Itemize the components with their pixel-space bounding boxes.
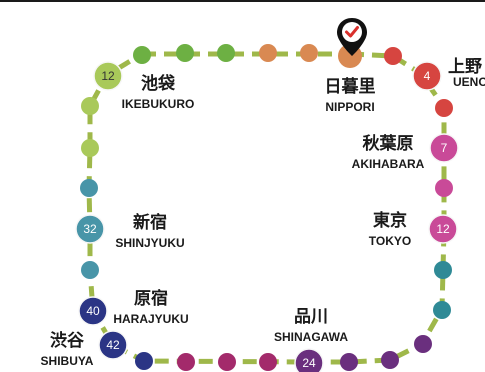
station-number-tokyo: 12: [436, 222, 450, 236]
station-name-en: SHINJYUKU: [115, 236, 185, 250]
station-number-ueno: 4: [424, 69, 431, 83]
station-name-en: TOKYO: [368, 234, 412, 248]
station-dot: [133, 46, 151, 64]
station-name-jp: 新宿: [133, 213, 167, 233]
station-dot: [259, 353, 277, 371]
station-label-shinagawa[interactable]: 品川 SHINAGAWA: [266, 307, 356, 344]
station-dot-shinjyuku: [75, 214, 105, 244]
station-dot: [80, 179, 98, 197]
station-dot: [414, 335, 432, 353]
station-name-en: SHIBUYA: [40, 354, 94, 368]
station-dot: [340, 353, 358, 371]
station-dot-tokyo: [428, 214, 458, 244]
station-dot: [433, 301, 451, 319]
station-dot: [218, 353, 236, 371]
station-name-jp: 秋葉原: [362, 134, 414, 154]
station-label-shibuya[interactable]: 渋谷 SHIBUYA: [34, 331, 100, 368]
station-dot: [81, 97, 99, 115]
station-name-en: HARAJYUKU: [113, 312, 189, 326]
station-name-en: IKEBUKURO: [121, 97, 195, 111]
station-label-harajyuku[interactable]: 原宿 HARAJYUKU: [108, 289, 194, 326]
station-number-harajyuku: 40: [86, 304, 100, 318]
station-dot: [135, 352, 153, 370]
station-markers: [75, 44, 459, 372]
station-name-en: UENO: [453, 75, 485, 89]
station-name-jp: 日暮里: [324, 77, 376, 97]
station-dot: [176, 44, 194, 62]
station-name-en: SHINAGAWA: [273, 330, 348, 344]
station-label-nippori[interactable]: 日暮里 NIPPORI: [310, 77, 390, 114]
station-dot-harajyuku: [78, 296, 108, 326]
station-dot-akihabara: [429, 133, 459, 163]
station-number-akihabara: 7: [441, 141, 448, 155]
station-name-jp: 渋谷: [50, 331, 84, 351]
station-dot: [435, 99, 453, 117]
station-dot: [300, 44, 318, 62]
station-dot-shibuya: [98, 330, 128, 360]
station-dot-ikebukuro: [93, 61, 123, 91]
station-number-shinagawa: 24: [302, 356, 316, 370]
station-number-shinjyuku: 32: [83, 222, 97, 236]
station-name-jp: 上野: [448, 57, 482, 77]
station-dot: [384, 47, 402, 65]
station-name-jp: 品川: [294, 307, 328, 327]
station-dot: [81, 139, 99, 157]
station-name-jp: 東京: [373, 211, 407, 231]
station-dot: [81, 261, 99, 279]
check-pin-icon: [337, 18, 367, 56]
station-name-en: AKIHABARA: [351, 157, 425, 171]
station-label-shinjyuku[interactable]: 新宿 SHINJYUKU: [110, 213, 190, 250]
station-number-shibuya: 42: [106, 338, 120, 352]
station-dot-shinagawa: [294, 348, 324, 372]
station-dot: [435, 179, 453, 197]
station-label-tokyo[interactable]: 東京 TOKYO: [360, 211, 420, 248]
station-number-ikebukuro: 12: [101, 69, 115, 83]
station-name-en: NIPPORI: [325, 100, 375, 114]
station-dot-ueno: [412, 61, 442, 91]
station-dot: [259, 44, 277, 62]
station-name-jp: 池袋: [141, 74, 175, 94]
station-dot: [177, 353, 195, 371]
station-dot: [217, 44, 235, 62]
station-label-akihabara[interactable]: 秋葉原 AKIHABARA: [345, 134, 431, 171]
station-label-ueno[interactable]: 上野 UENO: [448, 57, 485, 89]
station-label-ikebukuro[interactable]: 池袋 IKEBUKURO: [118, 74, 198, 111]
station-dot: [434, 261, 452, 279]
station-name-jp: 原宿: [134, 289, 168, 309]
top-border-line: [0, 0, 485, 2]
station-dot: [381, 351, 399, 369]
